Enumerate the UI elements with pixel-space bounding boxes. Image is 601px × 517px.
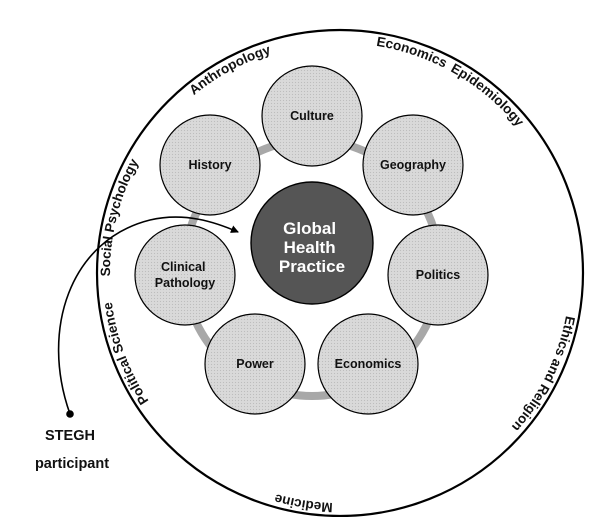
node-power-circle: [204, 313, 306, 415]
node-history-label: History: [188, 158, 231, 172]
participant-start-dot: [66, 410, 74, 418]
participant-label-line-2: participant: [35, 456, 109, 472]
center-label-line-1: Global: [283, 219, 336, 238]
node-history-label-line-1: History: [188, 158, 231, 172]
node-culture-circle: [261, 65, 363, 167]
node-geography-label: Geography: [380, 158, 446, 172]
node-clinical-pathology: Clinical Pathology: [134, 224, 236, 326]
node-power: Power: [204, 313, 306, 415]
participant-arrow: [57, 216, 239, 415]
center-circle: [250, 181, 374, 305]
node-power-label-line-1: Power: [236, 357, 274, 371]
center-label-line-2: Health: [284, 238, 336, 257]
participant-label-line-1: STEGH: [45, 428, 95, 444]
inner-nodes: Culture Geography Politics Economics Pow…: [134, 65, 489, 415]
center-label-line-3: Practice: [279, 257, 345, 276]
node-clinical-pathology-label-line-2: Pathology: [155, 276, 215, 290]
node-history-circle: [159, 114, 261, 216]
node-politics-label-line-1: Politics: [416, 268, 461, 282]
node-clinical-pathology-circle: [134, 224, 236, 326]
node-geography-label-line-1: Geography: [380, 158, 446, 172]
participant-label: STEGH participant: [35, 428, 109, 472]
node-clinical-pathology-label-line-1: Clinical: [161, 260, 205, 274]
node-clinical-pathology-label: Clinical Pathology: [155, 260, 215, 290]
node-geography-circle: [362, 114, 464, 216]
node-economics-circle: [317, 313, 419, 415]
node-politics-label: Politics: [416, 268, 461, 282]
node-economics-label-line-1: Economics: [335, 357, 402, 371]
node-economics-label: Economics: [335, 357, 402, 371]
node-power-label: Power: [236, 357, 274, 371]
node-politics-circle: [387, 224, 489, 326]
node-geography: Geography: [362, 114, 464, 216]
node-economics: Economics: [317, 313, 419, 415]
center-label: Global Health Practice: [279, 219, 345, 276]
node-politics: Politics: [387, 224, 489, 326]
node-culture-label: Culture: [290, 109, 334, 123]
node-culture-label-line-1: Culture: [290, 109, 334, 123]
node-history: History: [159, 114, 261, 216]
node-culture: Culture: [261, 65, 363, 167]
